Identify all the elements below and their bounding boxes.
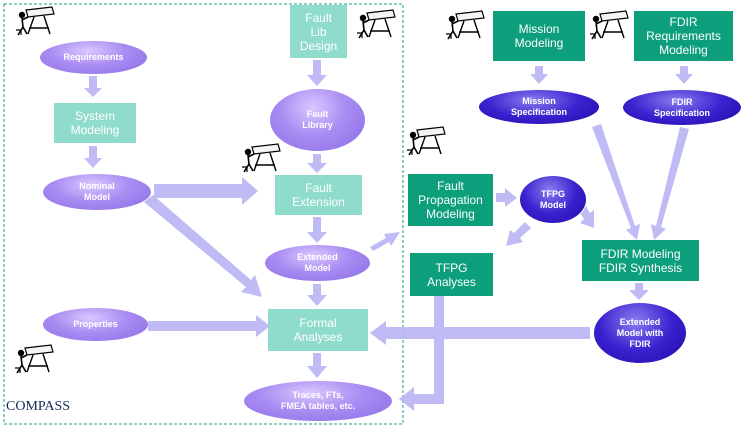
requirements-oval: Requirements [40, 41, 147, 74]
arrow-extension-to-extended [307, 217, 327, 243]
arrow-fdirsynth-to-extendedfdir [629, 283, 649, 300]
arrow-faultlib-to-library [307, 60, 327, 86]
arrow-properties-to-formal [148, 315, 270, 337]
designer-at-drafting-table-icon [13, 342, 55, 376]
fdir-specification-oval: FDIR Specification [622, 89, 742, 126]
designer-at-drafting-table-icon [444, 8, 486, 42]
arrow-propagation-to-tfpg [496, 188, 517, 207]
designer-at-drafting-table-icon [588, 8, 630, 42]
compass-frame [3, 3, 404, 425]
fault-extension-box: Fault Extension [275, 175, 362, 215]
arrow-extended-to-formal [307, 284, 327, 306]
nominal-model-oval: Nominal Model [43, 174, 151, 210]
fault-lib-design-box: Fault Lib Design [290, 5, 347, 58]
fault-library-oval: Fault Library [270, 89, 365, 151]
extended-model-oval: Extended Model [265, 245, 370, 281]
arrow-missionspec-to-fdir [592, 124, 640, 240]
arrow-nominal-to-formal [144, 195, 262, 297]
system-modeling-box: System Modeling [54, 103, 136, 143]
tfpg-model-oval: TFPG Model [519, 175, 587, 224]
arrow-mission-modeling-to-spec [530, 66, 548, 84]
arrow-requirements-to-system [84, 76, 102, 97]
designer-at-drafting-table-icon [240, 141, 282, 175]
arrow-fdirspec-to-fdir [651, 127, 689, 240]
arrow-extfdir-to-formal [370, 321, 590, 345]
fault-propagation-modeling-box: Fault Propagation Modeling [408, 174, 493, 226]
designer-at-drafting-table-icon [405, 124, 447, 158]
arrow-tfpg-to-traces [399, 296, 444, 411]
arrow-shapes [84, 60, 693, 411]
arrow-library-to-extension [307, 154, 327, 173]
arrow-fdirreq-to-spec [675, 66, 693, 84]
tfpg-analyses-box: TFPG Analyses [410, 253, 493, 296]
traces-oval: Traces, FTs, FMEA tables, etc. [244, 381, 392, 421]
arrow-formal-to-traces [307, 353, 327, 378]
compass-label: COMPASS [6, 399, 71, 414]
arrow-tfpg-to-fdir [579, 206, 594, 228]
fdir-modeling-synthesis-box: FDIR Modeling FDIR Synthesis [582, 240, 699, 281]
formal-analyses-box: Formal Analyses [268, 309, 368, 351]
arrow-tfpg-to-analyses [506, 222, 531, 246]
arrow-system-to-nominal [84, 146, 102, 168]
mission-modeling-box: Mission Modeling [493, 11, 585, 61]
properties-oval: Properties [43, 308, 148, 341]
fdir-requirements-modeling-box: FDIR Requirements Modeling [634, 11, 733, 61]
designer-at-drafting-table-icon [355, 7, 397, 41]
designer-at-drafting-table-icon [14, 4, 56, 38]
arrow-extended-to-propagation [370, 232, 400, 251]
extended-model-with-fdir-oval: Extended Model with FDIR [593, 302, 687, 364]
mission-specification-oval: Mission Specification [478, 89, 600, 125]
arrow-nominal-to-extension [154, 177, 258, 205]
